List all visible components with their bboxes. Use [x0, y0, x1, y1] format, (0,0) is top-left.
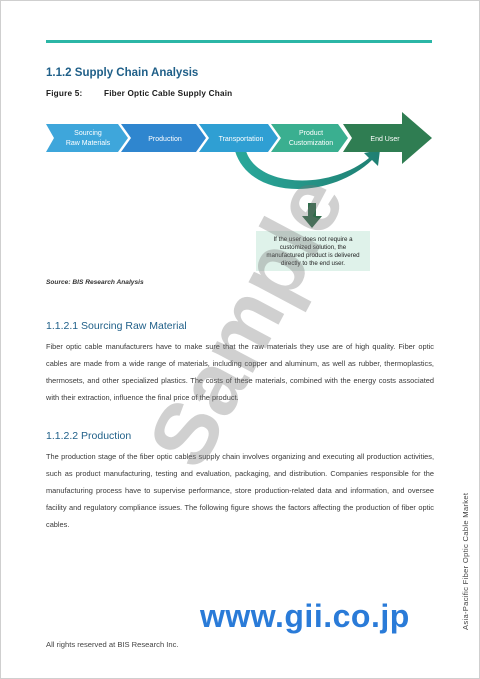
subsection-heading-production: 1.1.2.2 Production [46, 430, 132, 442]
figure-title: Fiber Optic Cable Supply Chain [104, 89, 233, 98]
stage-customization-label-1: Product [299, 130, 323, 137]
subsection-heading-sourcing: 1.1.2.1 Sourcing Raw Material [46, 320, 187, 332]
figure-caption: Figure 5: Fiber Optic Cable Supply Chain [46, 89, 232, 98]
note-line-4: directly to the end user. [281, 260, 345, 267]
stage-end-user-label: End User [370, 136, 400, 143]
footer-copyright: All rights reserved at BIS Research Inc. [46, 640, 179, 649]
down-arrow [302, 203, 322, 228]
figure-label: Figure 5: [46, 89, 83, 98]
note-line-1: If the user does not require a [273, 236, 353, 243]
note-line-2: customized solution, the [280, 244, 347, 251]
gii-url[interactable]: www.gii.co.jp [200, 598, 410, 634]
side-market-title: Asia-Pacific Fiber Optic Cable Market [461, 492, 470, 630]
stage-customization-arrow [271, 124, 348, 152]
top-rule [46, 40, 432, 43]
stage-transportation-label: Transportation [219, 136, 264, 143]
note-box [256, 231, 370, 271]
bypass-curve-arrow [235, 150, 380, 189]
stage-end-user-arrow [343, 112, 432, 164]
stage-sourcing: Sourcing Raw Materials [46, 124, 128, 152]
stage-sourcing-label-1: Sourcing [74, 130, 102, 137]
supply-chain-diagram: Sourcing Raw Materials Production Transp… [46, 112, 432, 271]
note-line-3: manufactured product is delivered [266, 252, 360, 259]
section-heading: 1.1.2 Supply Chain Analysis [46, 67, 199, 79]
stage-end-user: End User [343, 112, 432, 164]
stage-transportation: Transportation [199, 124, 278, 152]
paragraph-sourcing: Fiber optic cable manufacturers have to … [46, 342, 434, 402]
stage-production-arrow [121, 124, 206, 152]
stage-production: Production [121, 124, 206, 152]
stage-transportation-arrow [199, 124, 278, 152]
paragraph-production: The production stage of the fiber optic … [46, 452, 434, 529]
stage-production-label: Production [148, 136, 182, 143]
stage-sourcing-label-2: Raw Materials [66, 140, 111, 147]
stage-sourcing-arrow [46, 124, 128, 152]
figure-source: Source: BIS Research Analysis [46, 279, 144, 286]
stage-customization: Product Customization [271, 124, 348, 152]
stage-customization-label-2: Customization [289, 140, 333, 147]
